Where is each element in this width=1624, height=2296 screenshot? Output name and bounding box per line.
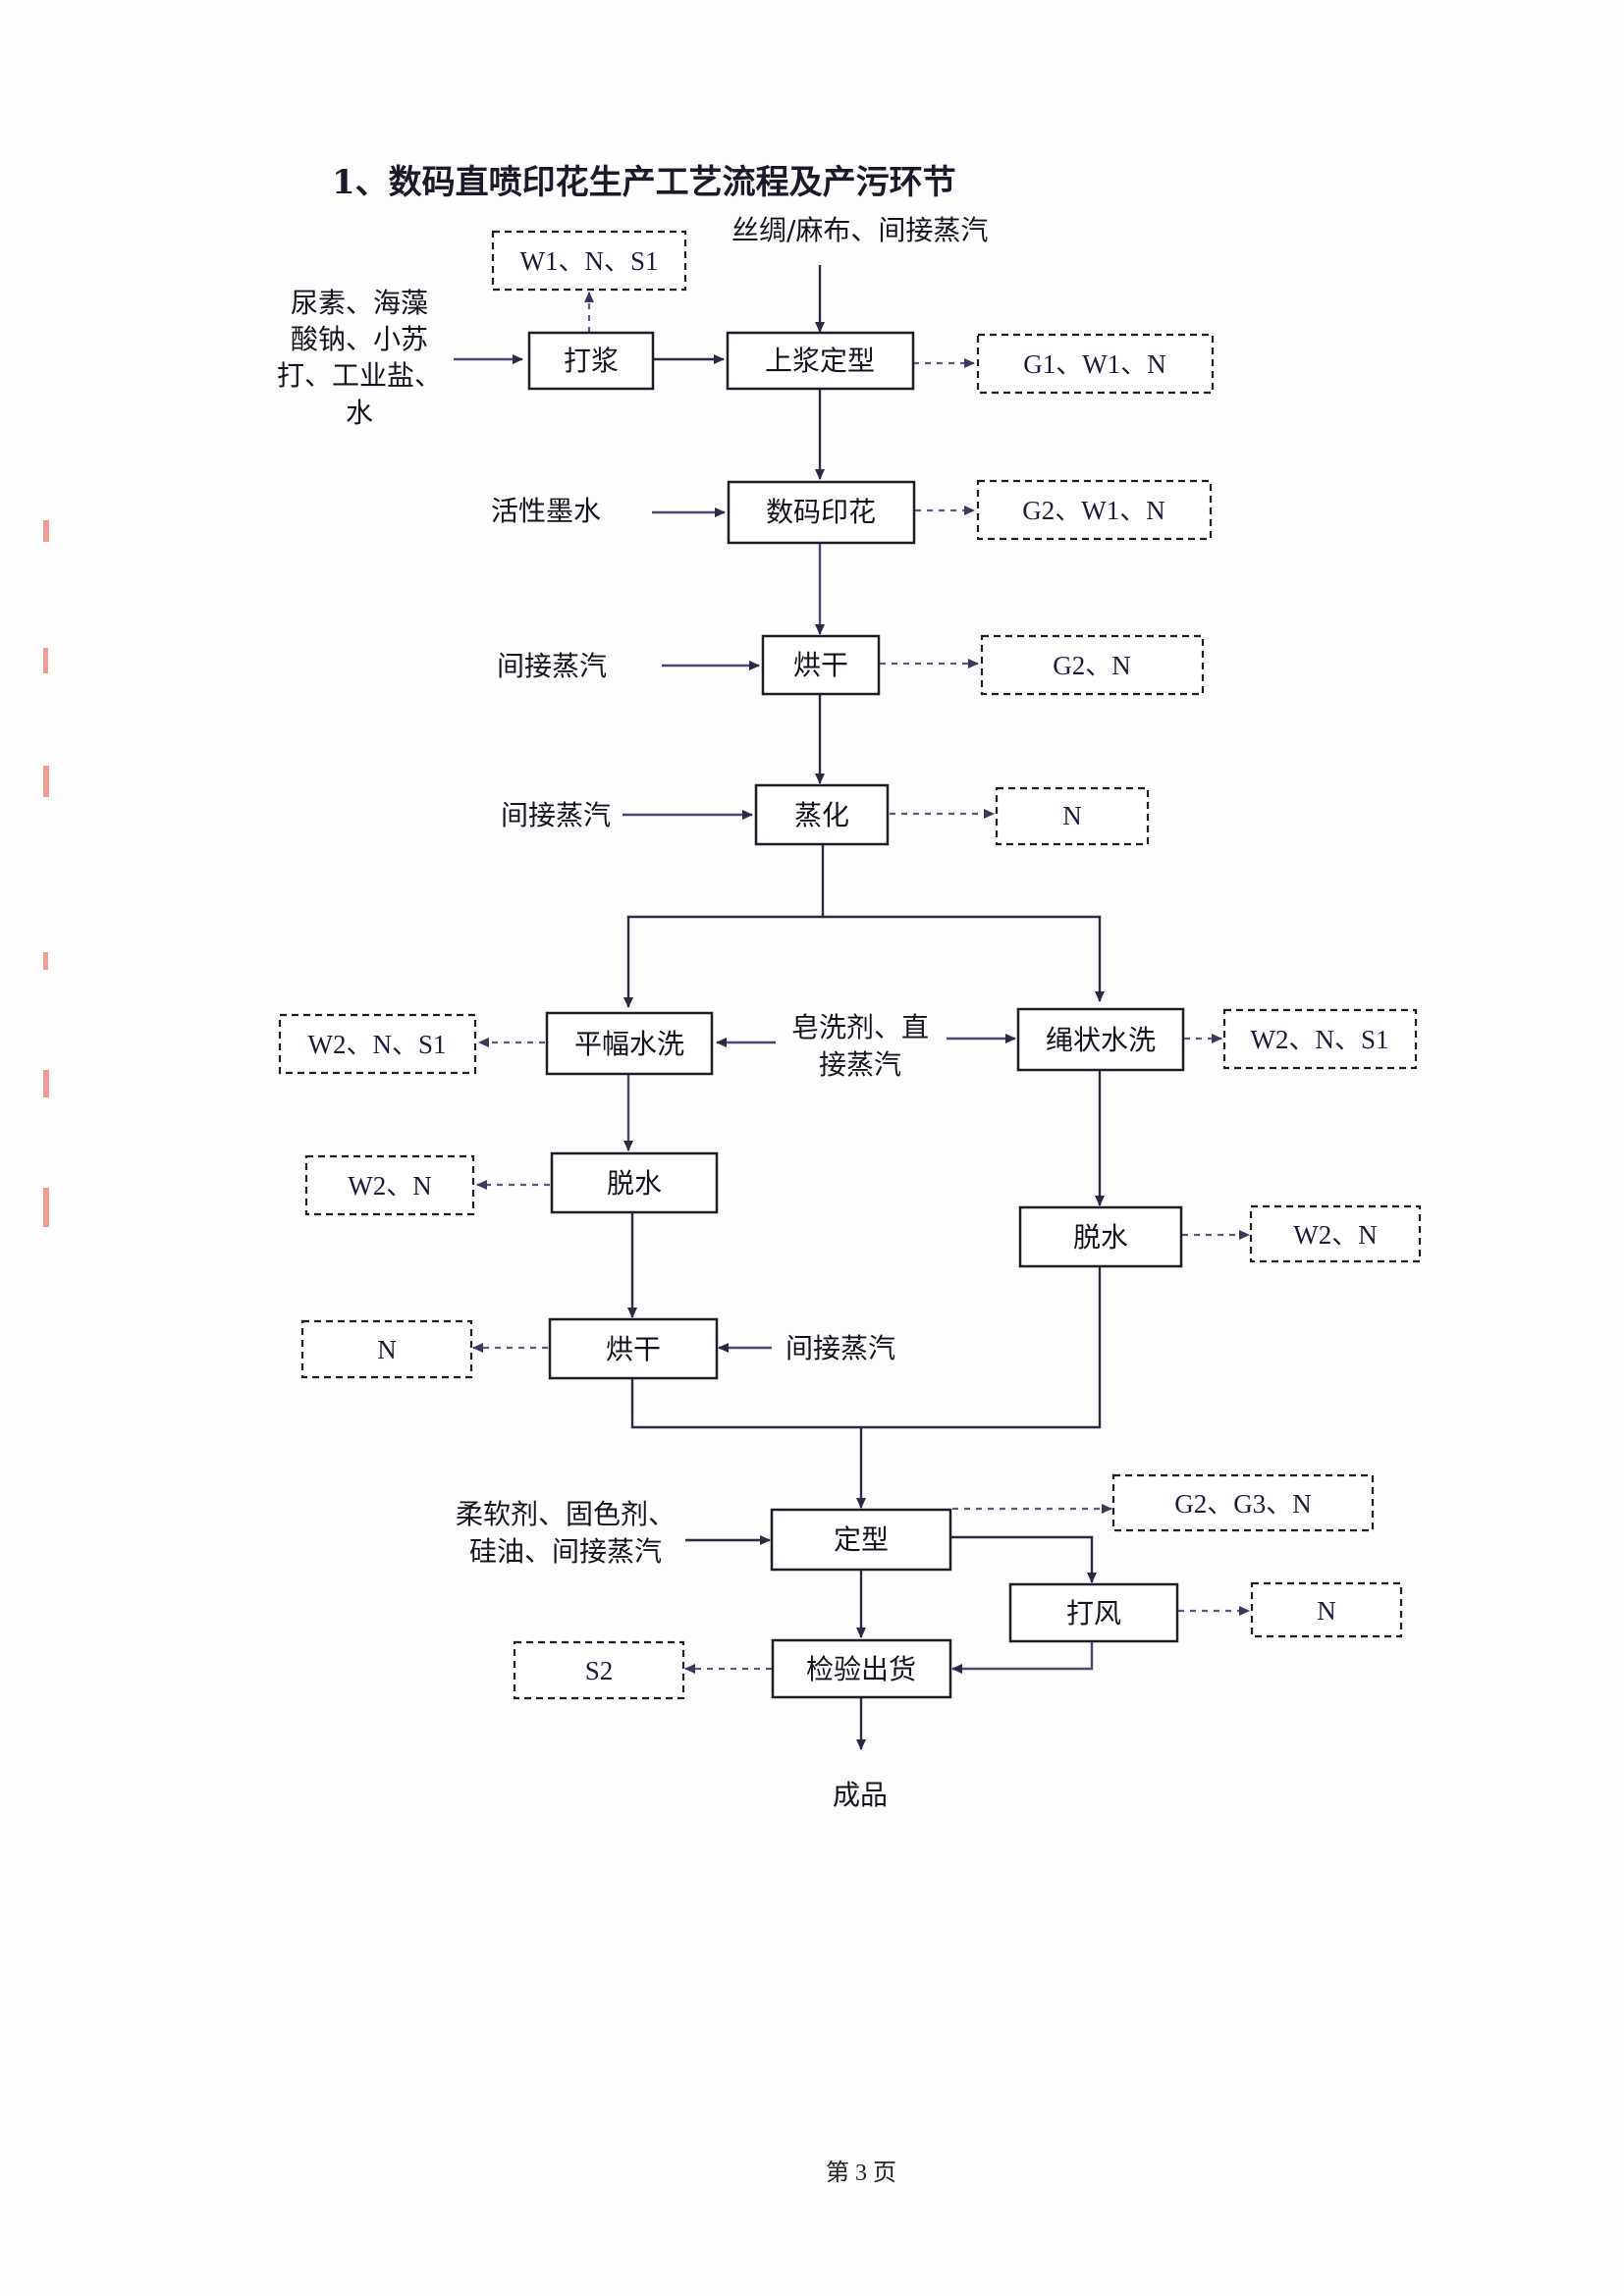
node-setting-label: 定型: [834, 1523, 889, 1556]
input-raw-material: 丝绸/麻布、间接蒸汽: [731, 214, 988, 246]
input-soap-steam-line2: 接蒸汽: [819, 1048, 901, 1081]
output-steaming: N: [995, 786, 1150, 846]
input-steam-steaming: 间接蒸汽: [501, 799, 611, 831]
node-inspect-ship-label: 检验出货: [806, 1653, 916, 1685]
node-dry-2: 烘干: [548, 1317, 719, 1380]
node-setting: 定型: [770, 1508, 952, 1572]
output-dewater-right: W2、N: [1249, 1204, 1422, 1263]
node-dewater-left-label: 脱水: [607, 1167, 662, 1200]
node-steaming: 蒸化: [754, 783, 890, 846]
node-digital-print: 数码印花: [727, 480, 916, 545]
output-dewater-left-label: W2、N: [348, 1171, 431, 1201]
output-inspect-ship: S2: [513, 1640, 685, 1700]
output-dewater-right-label: W2、N: [1293, 1220, 1377, 1250]
input-ink: 活性墨水: [491, 495, 601, 527]
node-paste: 打浆: [527, 331, 655, 391]
node-paste-label: 打浆: [564, 345, 619, 377]
output-blowing: N: [1250, 1581, 1403, 1638]
input-soap-steam-line1: 皂洗剂、直: [791, 1011, 929, 1043]
output-setting: G2、G3、N: [1111, 1473, 1375, 1532]
input-finish-additives-line1: 柔软剂、固色剂、: [456, 1498, 676, 1530]
node-rope-wash-label: 绳状水洗: [1046, 1024, 1156, 1056]
node-size-set: 上浆定型: [726, 331, 915, 391]
input-pulp-additives-line4: 水: [346, 397, 373, 429]
scan-artifacts: [43, 520, 49, 1227]
node-inspect-ship: 检验出货: [771, 1638, 952, 1699]
output-size-set: G1、W1、N: [976, 333, 1215, 395]
output-rope-wash: W2、N、S1: [1222, 1008, 1418, 1070]
node-dewater-right-label: 脱水: [1073, 1221, 1128, 1254]
node-open-width-wash: 平幅水洗: [545, 1011, 714, 1076]
output-steaming-label: N: [1062, 801, 1082, 830]
node-dewater-left: 脱水: [550, 1151, 719, 1214]
output-inspect-ship-label: S2: [585, 1656, 614, 1685]
output-paste-label: W1、N、S1: [520, 246, 659, 276]
node-product-label: 成品: [833, 1779, 888, 1811]
page-number: 第 3 页: [826, 2160, 896, 2186]
node-blowing: 打风: [1008, 1582, 1179, 1643]
output-open-width-wash-label: W2、N、S1: [308, 1030, 447, 1059]
node-size-set-label: 上浆定型: [765, 345, 875, 377]
output-open-width-wash: W2、N、S1: [278, 1013, 477, 1075]
node-dry-2-label: 烘干: [606, 1333, 661, 1365]
output-dry-2-label: N: [377, 1335, 397, 1364]
node-open-width-wash-label: 平幅水洗: [574, 1028, 684, 1060]
output-setting-label: G2、G3、N: [1174, 1489, 1312, 1519]
output-dewater-left: W2、N: [304, 1154, 475, 1216]
output-paste: W1、N、S1: [491, 230, 687, 292]
input-steam-dry: 间接蒸汽: [497, 650, 607, 682]
input-pulp-additives-line3: 打、工业盐、: [277, 359, 442, 392]
node-rope-wash: 绳状水洗: [1016, 1007, 1185, 1072]
input-finish-additives-line2: 硅油、间接蒸汽: [469, 1535, 662, 1568]
input-steam-dry2: 间接蒸汽: [785, 1332, 895, 1364]
page-title: 1、数码直喷印花生产工艺流程及产污环节: [332, 163, 956, 202]
output-dry-2: N: [300, 1319, 473, 1379]
node-dry-1: 烘干: [761, 634, 881, 696]
input-pulp-additives-line2: 酸钠、小苏: [291, 323, 428, 355]
output-digital-print: G2、W1、N: [976, 479, 1213, 541]
node-dewater-right: 脱水: [1018, 1205, 1183, 1268]
node-digital-print-label: 数码印花: [766, 496, 876, 528]
connectors: [454, 265, 1250, 1750]
node-blowing-label: 打风: [1066, 1597, 1121, 1629]
output-digital-print-label: G2、W1、N: [1022, 496, 1164, 525]
input-pulp-additives-line1: 尿素、海藻: [291, 287, 428, 319]
output-size-set-label: G1、W1、N: [1023, 349, 1165, 379]
output-dry-1: G2、N: [980, 634, 1205, 696]
output-rope-wash-label: W2、N、S1: [1251, 1025, 1389, 1054]
output-dry-1-label: G2、N: [1053, 651, 1131, 680]
node-dry-1-label: 烘干: [793, 649, 848, 681]
output-blowing-label: N: [1317, 1596, 1336, 1626]
node-steaming-label: 蒸化: [794, 799, 849, 831]
